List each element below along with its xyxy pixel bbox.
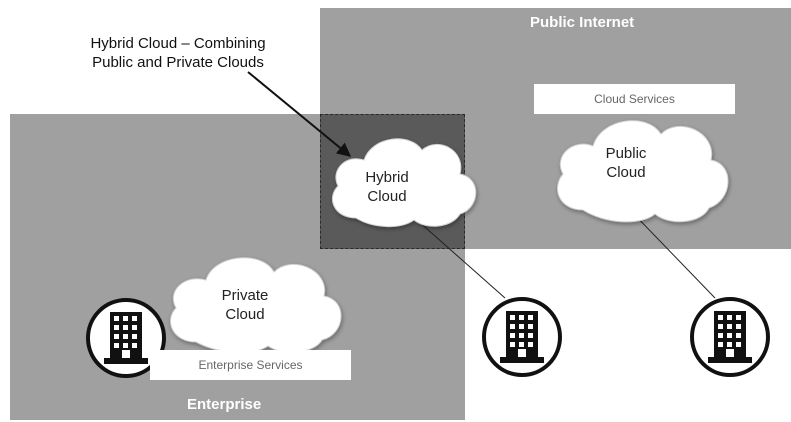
- private-cloud-label: Private Cloud: [221, 287, 269, 323]
- cloud-services-label: Cloud Services: [594, 92, 675, 106]
- enterprise-services-box: Enterprise Services: [150, 350, 351, 380]
- public-cloud-icon: [557, 120, 729, 223]
- callout-arrow-icon: [247, 71, 352, 157]
- private-cloud-icon: [170, 257, 342, 353]
- public-cloud-label: Public Cloud: [605, 145, 647, 181]
- cloud-services-box: Cloud Services: [534, 84, 735, 114]
- public-internet-label: Public Internet: [530, 14, 635, 31]
- building-icon: [482, 297, 562, 377]
- hybrid-callout-text: Hybrid Cloud – Combining Public and Priv…: [90, 35, 266, 71]
- public-connector-line: [629, 209, 716, 299]
- enterprise-services-label: Enterprise Services: [198, 358, 303, 372]
- building-icon: [86, 298, 166, 378]
- building-icon: [690, 297, 770, 377]
- enterprise-label: Enterprise: [187, 396, 262, 413]
- hybrid-cloud-label: Hybrid Cloud: [365, 169, 409, 205]
- hybrid-cloud-icon: [332, 138, 477, 228]
